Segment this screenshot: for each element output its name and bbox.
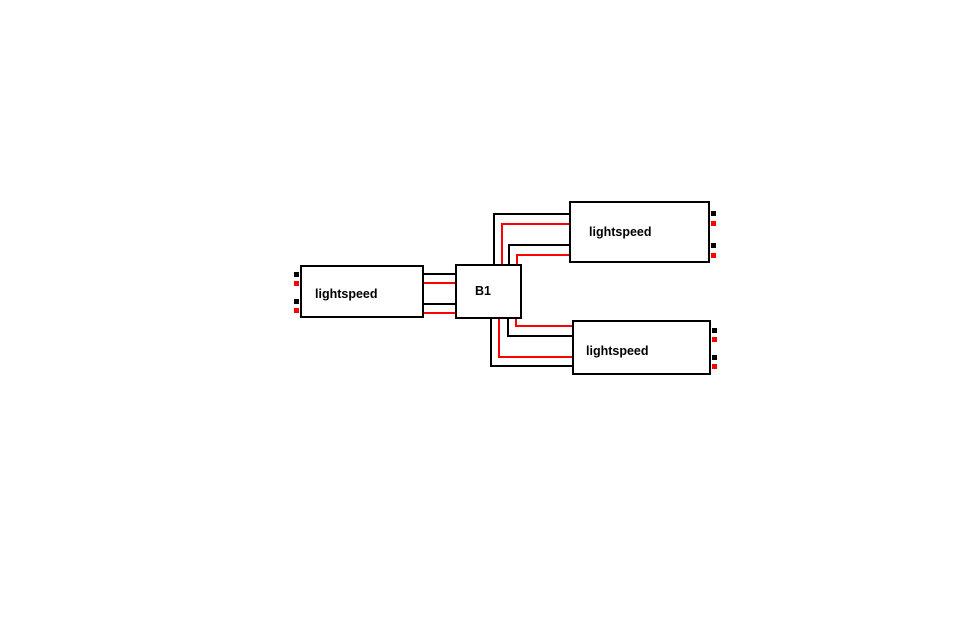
- wire-hub-top-3: [508, 244, 570, 265]
- box-bottom-right-label: lightspeed: [586, 344, 649, 358]
- wires-left-to-hub: [424, 273, 456, 314]
- box-hub-label: B1: [475, 284, 491, 298]
- terminal-top-right-4: [711, 253, 716, 258]
- terminal-left-3: [294, 299, 299, 304]
- wire-hub-top-1: [493, 213, 570, 265]
- terminal-bottom-right-2: [712, 337, 717, 342]
- wire-hub-bottom-4: [490, 318, 573, 367]
- wires-hub-to-top: [493, 213, 570, 265]
- terminals-left: [294, 272, 299, 313]
- wire-hub-bottom-2: [507, 318, 573, 337]
- node-bottom-right: lightspeed: [572, 320, 711, 375]
- node-left: lightspeed: [300, 265, 424, 318]
- box-top-right: [569, 201, 710, 263]
- terminal-left-4: [294, 308, 299, 313]
- terminal-top-right-2: [711, 221, 716, 226]
- terminal-top-right-1: [711, 211, 716, 216]
- box-top-right-label: lightspeed: [589, 225, 652, 239]
- wires-hub-to-bottom: [490, 318, 573, 367]
- wire-hub-bottom-1: [515, 318, 573, 327]
- node-hub: B1: [455, 264, 522, 319]
- terminal-top-right-3: [711, 243, 716, 248]
- wire-hub-bottom-3: [498, 318, 573, 358]
- terminal-left-1: [294, 272, 299, 277]
- terminal-left-2: [294, 281, 299, 286]
- box-left-label: lightspeed: [315, 287, 378, 301]
- terminals-top-right: [711, 211, 716, 258]
- terminal-bottom-right-1: [712, 328, 717, 333]
- terminal-bottom-right-3: [712, 355, 717, 360]
- node-top-right: lightspeed: [569, 201, 710, 263]
- wire-hub-top-4: [516, 254, 570, 265]
- terminal-bottom-right-4: [712, 364, 717, 369]
- box-left: [300, 265, 424, 318]
- box-hub: [455, 264, 522, 319]
- wire-hub-top-2: [501, 223, 570, 265]
- box-bottom-right: [572, 320, 711, 375]
- terminals-bottom-right: [712, 328, 717, 369]
